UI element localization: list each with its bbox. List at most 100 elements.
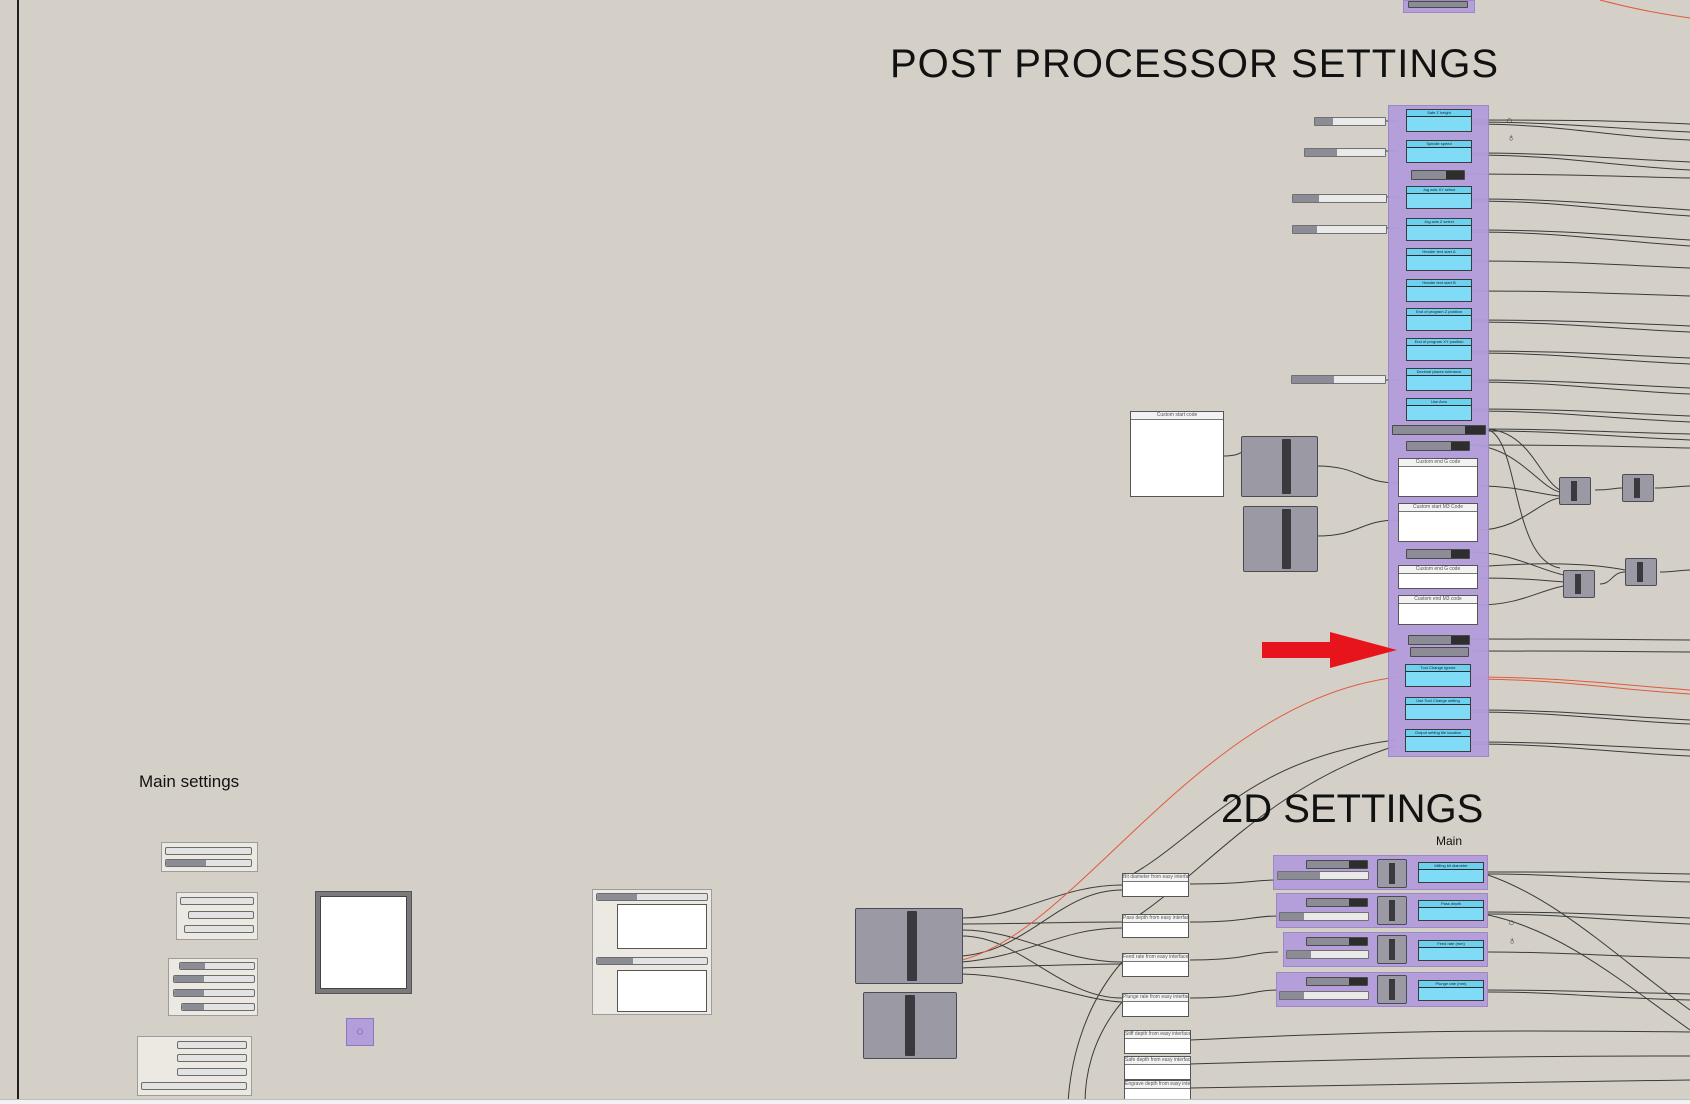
pin-icon[interactable]: ○ xyxy=(1508,917,1515,929)
twod-textbox-bit[interactable]: Bit diameter from easy interface xyxy=(1122,873,1189,897)
main-slider[interactable] xyxy=(596,893,708,901)
main-slider[interactable] xyxy=(177,1054,247,1062)
twod-boolean-3[interactable] xyxy=(1377,935,1407,964)
panel-pass-depth[interactable]: Pass depth xyxy=(1418,900,1484,921)
pin-icon[interactable]: ♁ xyxy=(1508,935,1517,947)
twod-textbox-safe[interactable]: Safe depth from easy interface xyxy=(1124,1056,1191,1080)
slider-spindle[interactable] xyxy=(1304,148,1386,157)
main-slider[interactable] xyxy=(165,847,252,855)
merge-node-4[interactable] xyxy=(1625,558,1657,586)
panel-caption: Output setting file location xyxy=(1406,730,1470,737)
main-settings-box-4[interactable] xyxy=(137,1036,252,1096)
twod-textbox-stiff[interactable]: Stiff depth from easy interface xyxy=(1124,1030,1191,1054)
main-preview-frame[interactable] xyxy=(315,891,412,994)
boolean-toggle-2d-1[interactable] xyxy=(855,908,963,984)
twod-boolean-4[interactable] xyxy=(1377,975,1407,1004)
panel-end-z[interactable]: End of program Z position xyxy=(1406,308,1472,331)
top-slider-stub[interactable] xyxy=(1408,1,1468,8)
main-slider[interactable] xyxy=(173,989,255,997)
twod-toggle-3a[interactable] xyxy=(1306,937,1368,946)
panel-spindle-speed[interactable]: Spindle speed xyxy=(1406,140,1472,163)
pin-icon[interactable]: ♁ xyxy=(1507,132,1516,144)
twod-textbox-plunge[interactable]: Plunge rate from easy interface xyxy=(1122,993,1189,1017)
bottom-status-strip xyxy=(0,1099,1690,1104)
main-textarea[interactable] xyxy=(617,970,707,1012)
main-slider[interactable] xyxy=(165,859,252,867)
textbox-caption: Pass depth from easy interface xyxy=(1123,915,1188,923)
main-settings-label: Main settings xyxy=(139,772,240,791)
slider-safe-z[interactable] xyxy=(1314,117,1386,126)
panel-tool-change-ignore[interactable]: Tool Change Ignore xyxy=(1405,664,1471,687)
toggle-post-5[interactable] xyxy=(1408,635,1470,645)
twod-toggle-4a[interactable] xyxy=(1306,977,1368,986)
toggle-post-1[interactable] xyxy=(1411,170,1465,180)
textbox-caption: Bit diameter from easy interface xyxy=(1123,874,1188,882)
merge-node-1[interactable] xyxy=(1559,477,1591,505)
slider-jog-xy[interactable] xyxy=(1292,194,1387,203)
textbox-caption: Feed rate from easy interface xyxy=(1123,954,1188,962)
panel-header-a[interactable]: Header text start A xyxy=(1406,248,1472,271)
panel-plunge-rate[interactable]: Plunge rate (mm) xyxy=(1418,980,1484,1001)
textbox-caption: Custom end G code xyxy=(1399,566,1477,574)
panel-use-tool-change[interactable]: Use Tool Change setting xyxy=(1405,697,1471,720)
slider-jog-z[interactable] xyxy=(1292,225,1387,234)
main-textarea[interactable] xyxy=(617,904,707,949)
merge-node-3[interactable] xyxy=(1563,570,1595,598)
twod-toggle-2a[interactable] xyxy=(1306,898,1368,907)
textbox-custom-end-m3[interactable]: Custom end M3 code xyxy=(1398,595,1478,625)
textbox-custom-end-g[interactable]: Custom end G code xyxy=(1398,565,1478,589)
main-settings-box-3[interactable] xyxy=(168,958,258,1016)
panel-safe-z-height[interactable]: Safe Z height xyxy=(1406,109,1472,132)
twod-textbox-pass[interactable]: Pass depth from easy interface xyxy=(1122,914,1189,938)
twod-toggle-1a[interactable] xyxy=(1306,860,1368,869)
twod-slider-4b[interactable] xyxy=(1279,991,1369,1000)
boolean-toggle-post-2[interactable] xyxy=(1243,506,1318,572)
panel-output-setting[interactable]: Output setting file location xyxy=(1405,729,1471,752)
slider-decimal[interactable] xyxy=(1291,375,1386,384)
boolean-toggle-2d-2[interactable] xyxy=(863,992,957,1059)
panel-caption: Tool Change Ignore xyxy=(1406,665,1470,672)
panel-feed-rate[interactable]: Feed rate (mm) xyxy=(1418,940,1484,961)
textbox-custom-start-m3[interactable]: Custom start M3 Code xyxy=(1398,503,1478,542)
main-slider[interactable] xyxy=(173,975,255,983)
target-icon[interactable]: ◌ xyxy=(346,1018,374,1046)
main-settings-box-2[interactable] xyxy=(176,892,258,940)
toggle-post-6[interactable] xyxy=(1410,647,1469,657)
main-settings-box-1[interactable] xyxy=(161,842,258,872)
pin-icon[interactable]: ○ xyxy=(1506,115,1513,127)
main-slider[interactable] xyxy=(184,925,254,933)
panel-caption: Spindle speed xyxy=(1407,141,1471,148)
main-slider[interactable] xyxy=(180,897,254,905)
twod-textbox-feed[interactable]: Feed rate from easy interface xyxy=(1122,953,1189,977)
panel-jog-z[interactable]: Jog axis Z select xyxy=(1406,218,1472,241)
toggle-post-3[interactable] xyxy=(1406,441,1470,451)
main-settings-box-5[interactable] xyxy=(592,889,712,1015)
main-slider[interactable] xyxy=(596,957,708,965)
panel-use-arcs[interactable]: Use Arcs xyxy=(1406,398,1472,421)
main-slider[interactable] xyxy=(179,962,255,970)
panel-caption: End of program Z position xyxy=(1407,309,1471,316)
boolean-toggle-post-1[interactable] xyxy=(1241,436,1318,497)
panel-jog-xy[interactable]: Jog axis XY select xyxy=(1406,186,1472,209)
main-slider[interactable] xyxy=(177,1068,247,1076)
panel-decimal[interactable]: Decimal places tolerance xyxy=(1406,368,1472,391)
panel-caption: End of program XY position xyxy=(1407,339,1471,346)
toggle-post-2[interactable] xyxy=(1392,425,1486,435)
textbox-custom-start-outside[interactable]: Custom start code xyxy=(1130,411,1224,497)
toggle-post-4[interactable] xyxy=(1406,549,1470,559)
main-slider[interactable] xyxy=(141,1082,247,1090)
twod-slider-2b[interactable] xyxy=(1279,912,1369,921)
panel-header-b[interactable]: Header text start B xyxy=(1406,279,1472,302)
main-slider[interactable] xyxy=(181,1003,255,1011)
twod-slider-3b[interactable] xyxy=(1286,950,1369,959)
textbox-custom-start[interactable]: Custom end G code xyxy=(1398,458,1478,497)
main-slider[interactable] xyxy=(188,911,254,919)
twod-boolean-2[interactable] xyxy=(1377,896,1407,925)
panel-milling-bit-diameter[interactable]: Milling bit diameter xyxy=(1418,862,1484,883)
panel-end-xy[interactable]: End of program XY position xyxy=(1406,338,1472,361)
merge-node-2[interactable] xyxy=(1622,474,1654,502)
twod-slider-1b[interactable] xyxy=(1277,871,1369,880)
twod-boolean-1[interactable] xyxy=(1377,859,1407,888)
main-slider[interactable] xyxy=(177,1041,247,1049)
